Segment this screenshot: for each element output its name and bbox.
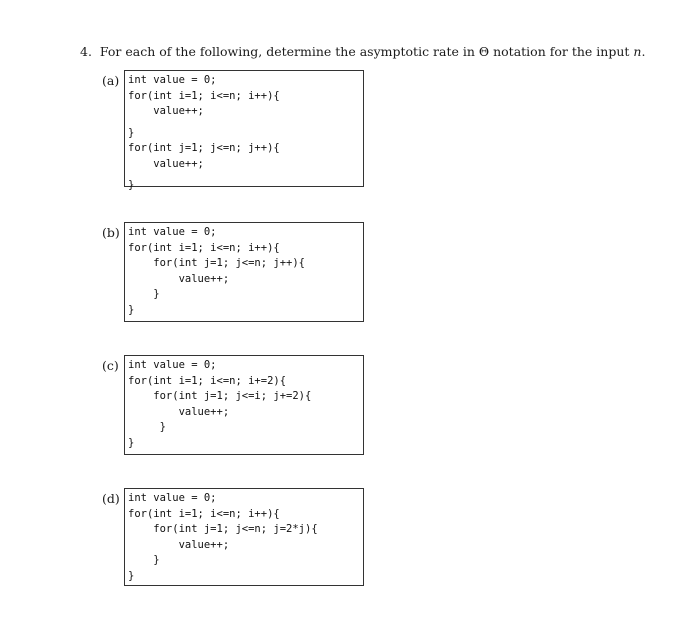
code-line: for(int i=1; i<=n; i++){	[128, 89, 280, 102]
code-line: value++;	[128, 538, 230, 551]
code-line: for(int j=1; j<=i; j+=2){	[128, 390, 312, 402]
code-line: int value = 0;	[128, 492, 217, 504]
code-line: for(int j=1; j<=n; j++){	[128, 257, 306, 269]
code-line: }	[128, 569, 135, 582]
question-variable: n	[633, 44, 642, 59]
code-line: int value = 0;	[128, 359, 217, 371]
question-end: .	[641, 44, 646, 59]
code-line: value++;	[128, 272, 230, 285]
part-a-label: (a)	[102, 73, 120, 88]
code-line: for(int j=1; j<=n; j++){	[128, 142, 280, 154]
part-b-code-box: int value = 0; for(int i=1; i<=n; i++){ …	[124, 222, 364, 322]
code-line: int value = 0;	[128, 226, 217, 238]
code-line: for(int i=1; i<=n; i++){	[128, 241, 280, 254]
question-prompt: 4. For each of the following, determine …	[80, 44, 645, 59]
code-line: value++;	[128, 157, 204, 170]
code-line: }	[128, 126, 135, 139]
code-line: for(int j=1; j<=n; j=2*j){	[128, 523, 318, 535]
part-c-label: (c)	[102, 358, 119, 373]
code-line: }	[128, 554, 160, 566]
code-line: }	[128, 303, 135, 316]
part-a-code-box: int value = 0; for(int i=1; i<=n; i++){ …	[124, 70, 364, 191]
code-line: for(int i=1; i<=n; i+=2){	[128, 374, 287, 387]
code-line: }	[128, 179, 135, 191]
code-line: }	[128, 421, 166, 433]
code-line: for(int i=1; i<=n; i++){	[128, 507, 280, 520]
code-line: value++;	[128, 105, 204, 117]
part-c-code-box: int value = 0; for(int i=1; i<=n; i+=2){…	[124, 355, 364, 455]
part-b-label: (b)	[102, 225, 120, 240]
code-line: value++;	[128, 405, 230, 418]
part-d-label: (d)	[102, 491, 120, 506]
code-line: }	[128, 436, 135, 449]
part-d-code-box: int value = 0; for(int i=1; i<=n; i++){ …	[124, 488, 364, 586]
code-line: }	[128, 288, 160, 300]
question-text: For each of the following, determine the…	[99, 44, 630, 59]
code-line: int value = 0;	[128, 74, 217, 86]
question-number: 4.	[80, 44, 92, 59]
